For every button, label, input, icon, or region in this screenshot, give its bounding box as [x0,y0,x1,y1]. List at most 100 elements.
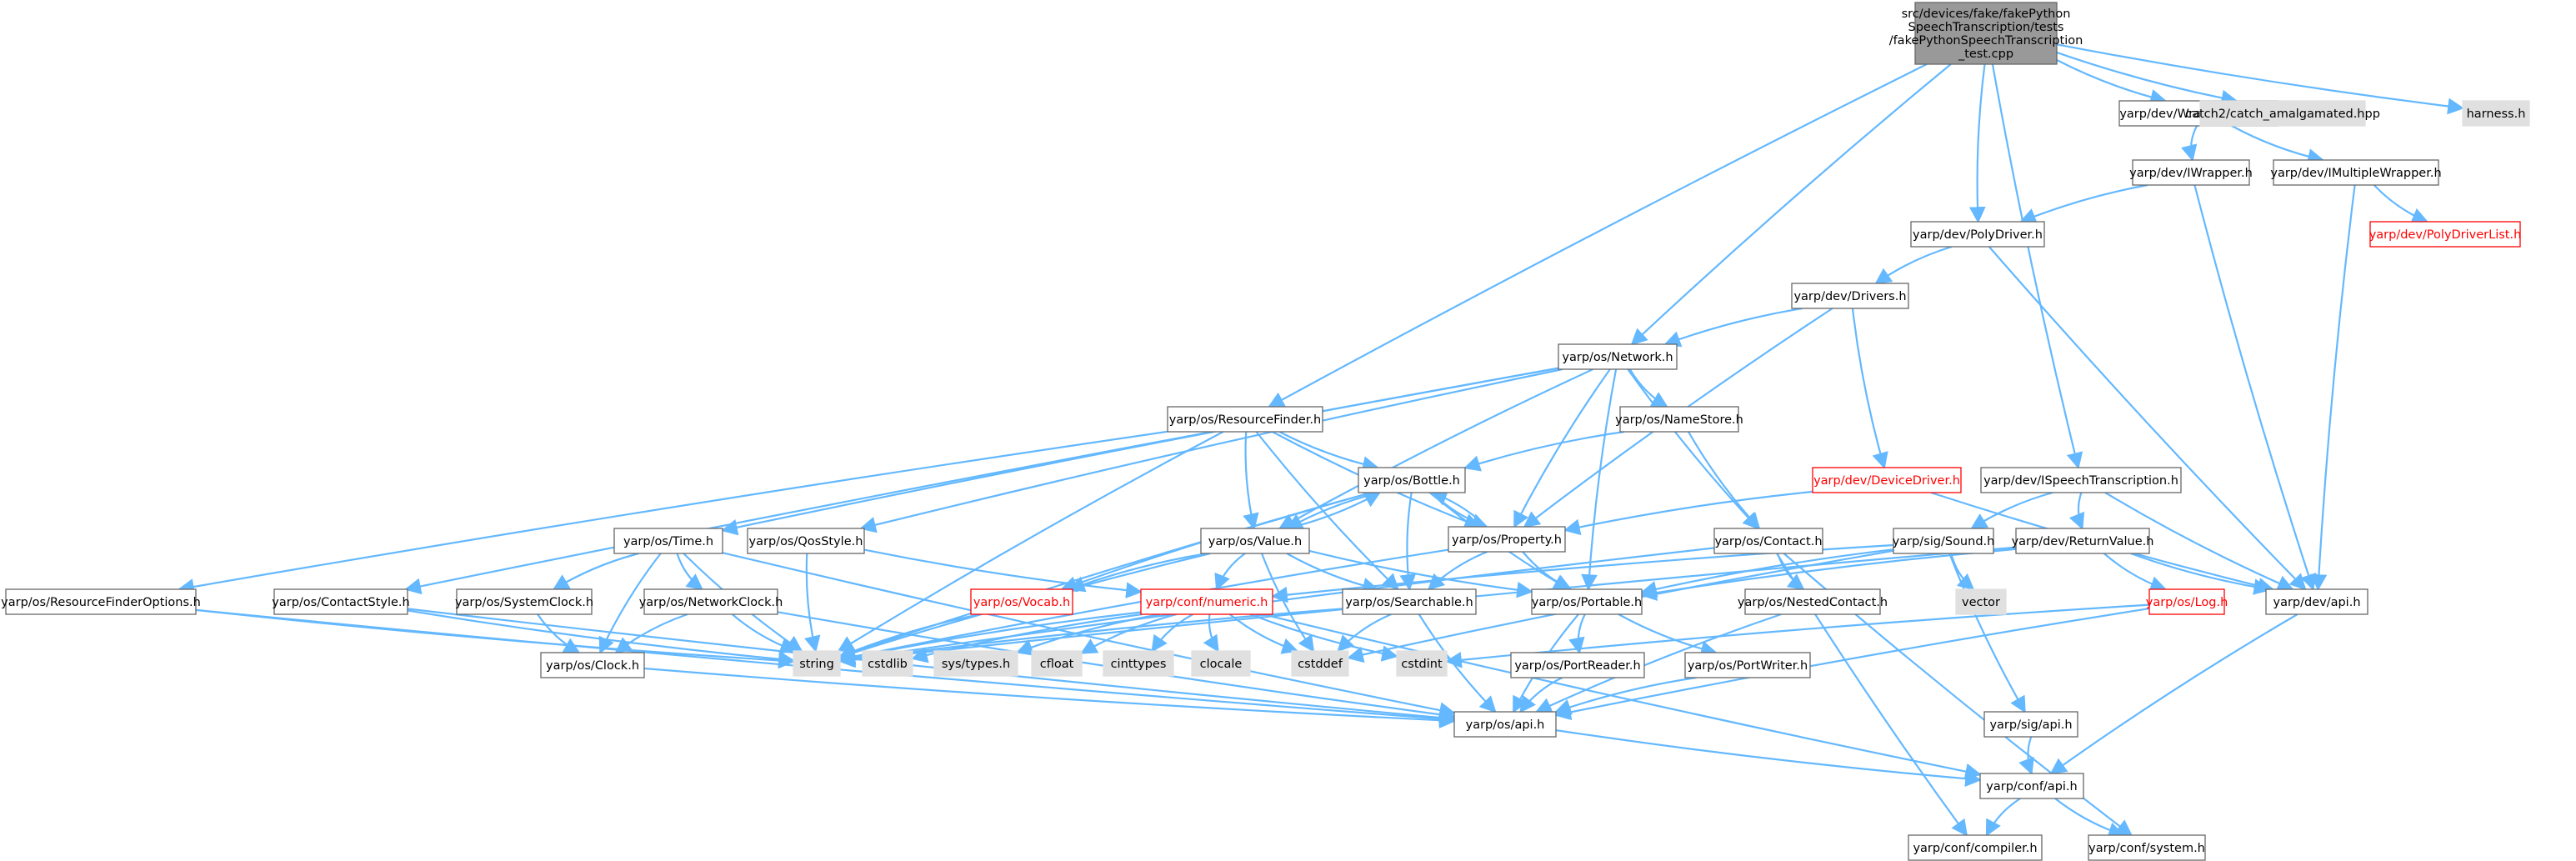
edge-numeric-to-cstdint [1249,613,1398,662]
node-compiler[interactable]: yarp/conf/compiler.h [1908,834,2043,861]
edge-iwrapper-to-devapi [2193,184,2317,591]
edge-resourcefinder-to-rfoptions [178,430,1168,595]
edge-numeric-to-cinttypes [1151,613,1193,653]
node-resourcefinder[interactable]: yarp/os/ResourceFinder.h [1167,406,1323,433]
edge-devicedriver-to-property [1563,490,1813,536]
edge-ispeech-to-devapi [2104,492,2294,591]
node-iwrapper[interactable]: yarp/dev/IWrapper.h [2129,159,2253,186]
node-label: yarp/dev/Drivers.h [1793,290,1906,303]
node-label: yarp/dev/PolyDriverList.h [2369,228,2522,242]
node-box [2199,100,2366,127]
node-returnvalue[interactable]: yarp/dev/ReturnValue.h [2012,528,2154,554]
node-polydriver[interactable]: yarp/dev/PolyDriver.h [1910,221,2045,248]
node-label: yarp/os/NameStore.h [1615,413,1743,427]
node-root[interactable]: src/devices/fake/fakePythonSpeechTranscr… [1889,2,2083,65]
node-log[interactable]: yarp/os/Log.h [2146,588,2228,615]
node-portreader[interactable]: yarp/os/PortReader.h [1510,652,1645,678]
node-label: yarp/os/ContactStyle.h [272,596,409,609]
node-label: yarp/dev/ISpeechTranscription.h [1983,474,2178,488]
node-imultiwrapper[interactable]: yarp/dev/IMultipleWrapper.h [2270,159,2442,186]
node-clocale[interactable]: clocale [1191,650,1251,677]
node-systemclock[interactable]: yarp/os/SystemClock.h [455,588,593,615]
edge-osapi-to-confapi [1555,729,1982,788]
edge-portwriter-to-osapi [1554,676,1697,715]
node-vocab[interactable]: yarp/os/Vocab.h [970,588,1073,615]
node-cstddef[interactable]: cstddef [1291,650,1349,677]
node-numeric[interactable]: yarp/conf/numeric.h [1140,588,1273,615]
node-network[interactable]: yarp/os/Network.h [1558,343,1678,370]
node-label: yarp/conf/api.h [1986,780,2077,793]
edge-polydriver-to-drivers [1874,245,1953,285]
node-box [1342,588,1477,615]
node-cstdlib[interactable]: cstdlib [862,650,913,677]
node-ispeech[interactable]: yarp/dev/ISpeechTranscription.h [1980,467,2182,493]
node-osapi[interactable]: yarp/os/api.h [1453,711,1557,738]
edge-root-to-network [1630,63,1952,346]
node-portwriter[interactable]: yarp/os/PortWriter.h [1684,652,1811,678]
node-cinttypes[interactable]: cinttypes [1103,650,1174,677]
node-box [862,650,913,677]
edge-root-to-catch2 [2056,51,2238,107]
node-box [1910,221,2045,248]
node-contact[interactable]: yarp/os/Contact.h [1713,528,1823,554]
node-label: yarp/os/api.h [1466,718,1545,732]
node-value[interactable]: yarp/os/Value.h [1200,528,1310,554]
node-polydriverlist[interactable]: yarp/dev/PolyDriverList.h [2369,221,2522,248]
node-box [1684,652,1811,678]
edge-bottle-to-string [838,491,1372,660]
edge-value-to-bottle [1287,492,1382,530]
node-time[interactable]: yarp/os/Time.h [613,528,723,554]
node-property[interactable]: yarp/os/Property.h [1448,526,1566,553]
node-qosstyle[interactable]: yarp/os/QosStyle.h [747,528,865,554]
node-drivers[interactable]: yarp/dev/Drivers.h [1791,283,1909,309]
node-vector[interactable]: vector [1955,588,2007,615]
node-box [2132,159,2250,186]
edge-numeric-to-systypes [1016,613,1161,655]
edge-rfoptions-to-string [195,608,795,669]
node-cfloat[interactable]: cfloat [1031,650,1083,677]
edge-sigapi-to-confapi [2018,736,2034,775]
node-box [1619,406,1739,433]
edge-time-to-clock [598,553,662,654]
node-contactstyle[interactable]: yarp/os/ContactStyle.h [272,588,410,615]
node-devicedriver[interactable]: yarp/dev/DeviceDriver.h [1812,467,1962,493]
node-box [1200,528,1310,554]
node-box [1908,834,2043,861]
node-harness[interactable]: harness.h [2462,100,2530,127]
node-systypes[interactable]: sys/types.h [933,650,1018,677]
node-catch2[interactable]: catch2/catch_amalgamated.hpp [2185,100,2380,127]
edge-property-to-bottle [1430,489,1488,528]
node-box [793,650,841,677]
edge-imultiwrapper-to-devapi [2310,184,2356,591]
edge-polydriver-to-devapi [1988,246,2307,591]
node-bottle[interactable]: yarp/os/Bottle.h [1358,467,1466,493]
edge-root-to-harness [2056,43,2464,115]
node-sound[interactable]: yarp/sig/Sound.h [1893,528,1995,554]
node-confapi[interactable]: yarp/conf/api.h [1979,773,2084,799]
edge-returnvalue-to-portable [1640,548,2017,601]
node-box [1955,588,2007,615]
edge-nestedcontact-to-osapi [1534,613,1782,713]
node-namestore[interactable]: yarp/os/NameStore.h [1615,406,1743,433]
edge-devapi-to-confapi [2049,613,2298,775]
node-rfoptions[interactable]: yarp/os/ResourceFinderOptions.h [1,588,201,615]
edge-resourcefinder-to-value [1243,431,1259,530]
node-label: yarp/dev/ReturnValue.h [2012,535,2154,548]
node-networkclock[interactable]: yarp/os/NetworkClock.h [639,588,783,615]
node-nestedcontact[interactable]: yarp/os/NestedContact.h [1738,588,1888,615]
node-cstdint[interactable]: cstdint [1396,650,1448,677]
node-clock[interactable]: yarp/os/Clock.h [540,652,645,678]
node-label: yarp/dev/PolyDriver.h [1913,228,2043,242]
node-devapi[interactable]: yarp/dev/api.h [2265,588,2368,615]
node-label: yarp/conf/system.h [2088,842,2205,855]
node-label: /fakePythonSpeechTranscription [1889,34,2083,48]
node-sigapi[interactable]: yarp/sig/api.h [1983,711,2078,738]
node-string[interactable]: string [793,650,841,677]
node-box [1893,528,1994,554]
node-system[interactable]: yarp/conf/system.h [2088,834,2206,861]
node-box [970,588,1073,615]
node-portable[interactable]: yarp/os/Portable.h [1531,588,1643,615]
node-box [2273,159,2439,186]
node-searchable[interactable]: yarp/os/Searchable.h [1342,588,1477,615]
edge-confapi-to-compiler [1985,798,2021,837]
